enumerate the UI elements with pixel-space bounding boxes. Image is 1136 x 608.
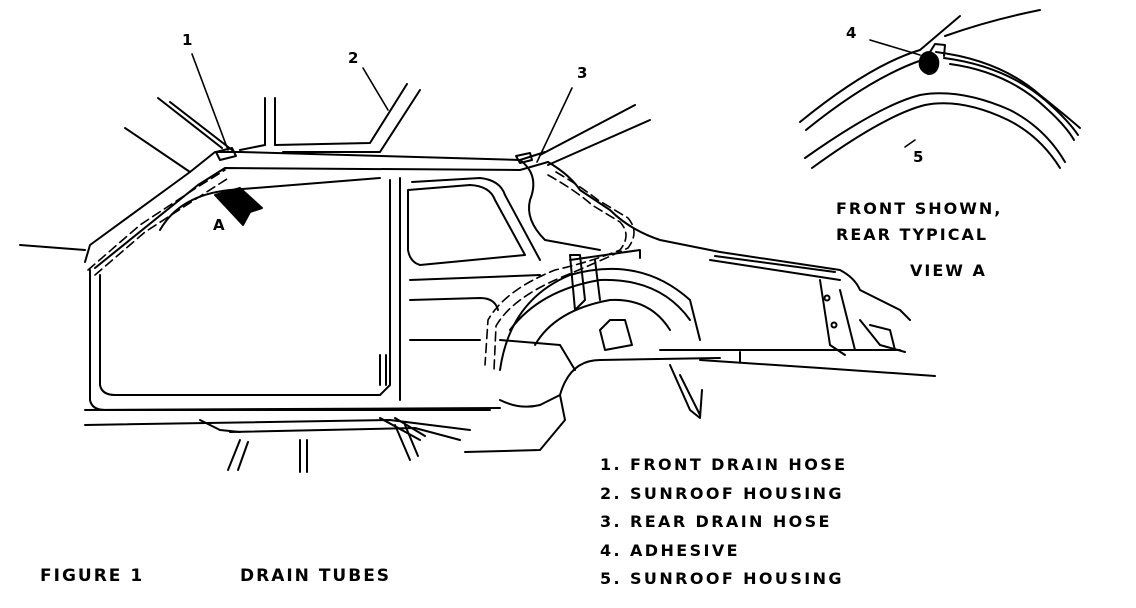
figure-number: FIGURE 1 [40,566,145,586]
view-a-arrow [214,187,263,226]
legend-item: 2. SUNROOF HOUSING [600,484,847,513]
c-pillar [519,104,911,321]
front-door-opening [89,177,491,411]
legend-number: 2. [600,483,623,503]
legend-item: 4. ADHESIVE [600,541,847,570]
rear-drain-hose-path [484,171,635,371]
legend-text: SUNROOF HOUSING [630,483,844,503]
sunroof-housing [239,83,421,153]
legend: 1. FRONT DRAIN HOSE 2. SUNROOF HOUSING 3… [600,455,847,598]
view-marker-a: A [213,216,225,234]
roof-rail [19,97,549,269]
legend-item: 3. REAR DRAIN HOSE [600,512,847,541]
inset-note-line2: REAR TYPICAL [836,225,989,244]
legend-item: 5. SUNROOF HOUSING [600,569,847,598]
callout-5: 5 [913,148,924,166]
rear-body [819,279,906,356]
legend-text: SUNROOF HOUSING [630,569,844,588]
legend-item: 1. FRONT DRAIN HOSE [600,455,847,484]
legend-number: 1. [600,455,623,474]
inset-view-a [799,9,1081,169]
legend-number: 3. [600,512,623,531]
adhesive-blob [918,51,940,75]
callout-2: 2 [348,49,359,67]
front-drain-hose-path [87,169,231,276]
inset-view-label: VIEW A [910,261,987,280]
rear-drain-hose-nozzle [515,152,533,164]
rear-quarter-window [379,177,541,386]
rocker-panel [84,407,501,473]
callout-4: 4 [846,24,857,42]
rear-wheel-house [464,249,936,453]
front-drain-hose-nozzle [215,147,237,161]
callout-3: 3 [577,64,588,82]
inset-note-line1: FRONT SHOWN, [836,199,1003,218]
legend-number: 5. [600,569,623,588]
legend-text: REAR DRAIN HOSE [630,512,832,531]
figure-title: DRAIN TUBES [240,566,392,586]
legend-text: ADHESIVE [630,540,740,560]
legend-text: FRONT DRAIN HOSE [630,455,848,474]
callout-1: 1 [182,31,193,49]
legend-number: 4. [600,540,623,560]
callout-leaders [191,53,573,163]
